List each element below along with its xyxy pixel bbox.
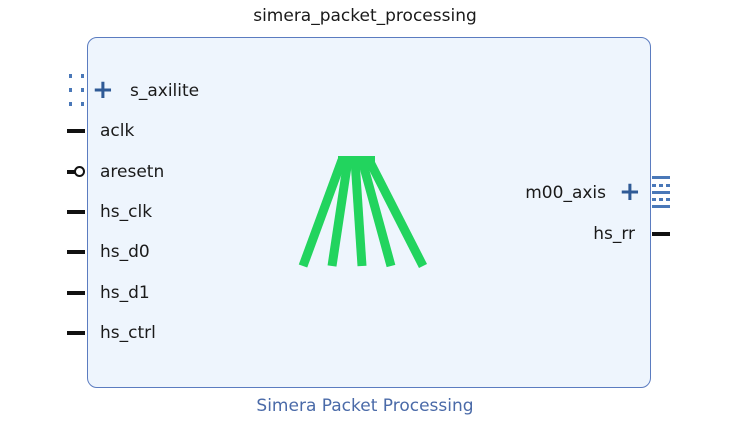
m00-axis-interface-icon[interactable] [652, 175, 672, 209]
active-low-bubble-icon [74, 166, 85, 177]
port-aclk[interactable]: aclk [100, 121, 135, 141]
pin-hs-clk[interactable] [67, 210, 85, 214]
block-ip-name: Simera Packet Processing [256, 396, 474, 416]
port-m00-axis[interactable]: m00_axis [525, 183, 606, 203]
port-hs-clk[interactable]: hs_clk [100, 202, 153, 222]
port-s-axilite[interactable]: s_axilite [130, 81, 200, 101]
port-aresetn[interactable]: aresetn [100, 162, 165, 182]
ip-block[interactable] [87, 37, 651, 388]
logo-stroke [364, 157, 428, 269]
port-hs-d1[interactable]: hs_d1 [100, 283, 150, 303]
expand-plus-icon[interactable]: + [619, 177, 641, 207]
logo-stroke [357, 158, 396, 268]
port-hs-ctrl[interactable]: hs_ctrl [100, 323, 156, 343]
ip-logo [298, 156, 428, 269]
port-hs-rr[interactable]: hs_rr [593, 224, 635, 244]
pin-hs-ctrl[interactable] [67, 331, 85, 335]
expand-plus-icon[interactable]: + [92, 75, 114, 105]
pin-hs-d0[interactable] [67, 250, 85, 254]
block-instance-name: simera_packet_processing [253, 6, 477, 26]
port-hs-d0[interactable]: hs_d0 [100, 242, 150, 262]
logo-stroke [327, 159, 353, 267]
pin-hs-rr[interactable] [652, 232, 670, 236]
pin-hs-d1[interactable] [67, 291, 85, 295]
pin-aclk[interactable] [67, 129, 85, 133]
pin-aresetn[interactable] [67, 170, 77, 174]
s-axilite-interface-icon[interactable] [67, 72, 87, 110]
logo-stroke [298, 158, 347, 268]
logo-stroke [350, 159, 367, 267]
